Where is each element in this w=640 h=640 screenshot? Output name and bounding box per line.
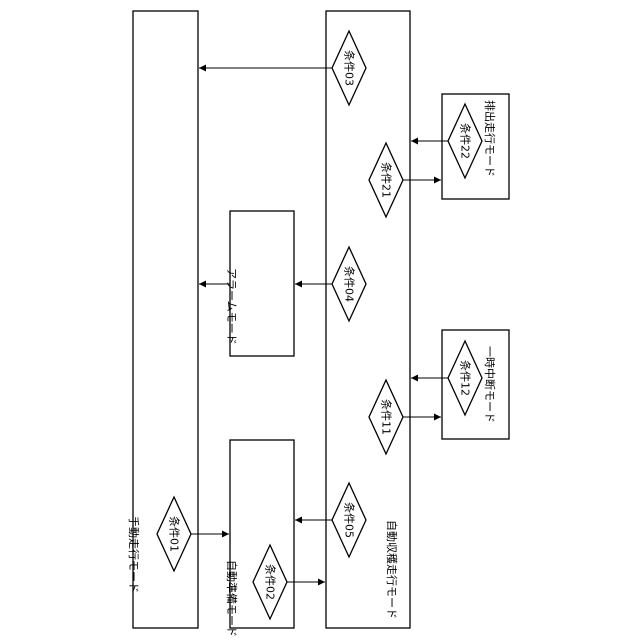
- label-c04: 条件04: [343, 266, 357, 302]
- label-c03: 条件03: [343, 50, 357, 86]
- label-c21: 条件21: [380, 162, 394, 198]
- label-c02: 条件02: [264, 564, 278, 600]
- label-alarm: アラームモード: [225, 268, 238, 345]
- box-discharge: [442, 94, 509, 199]
- label-discharge: 排出走行モード: [483, 100, 497, 177]
- label-manual-travel: 手動走行モード: [127, 516, 141, 593]
- box-manual-travel: [133, 11, 198, 628]
- label-c05: 条件05: [343, 502, 357, 538]
- label-c22: 条件22: [459, 123, 473, 159]
- label-c11: 条件11: [380, 399, 394, 435]
- label-auto-harvest: 自動収穫走行モード: [385, 520, 399, 619]
- label-auto-prep: 自動準備モード: [225, 560, 239, 637]
- box-auto-prep: [230, 440, 294, 628]
- label-c12: 条件12: [459, 360, 473, 396]
- label-c01: 条件01: [168, 516, 182, 552]
- label-pause: 一時中断モード: [483, 346, 497, 423]
- box-alarm: [230, 211, 294, 356]
- box-pause: [442, 330, 509, 439]
